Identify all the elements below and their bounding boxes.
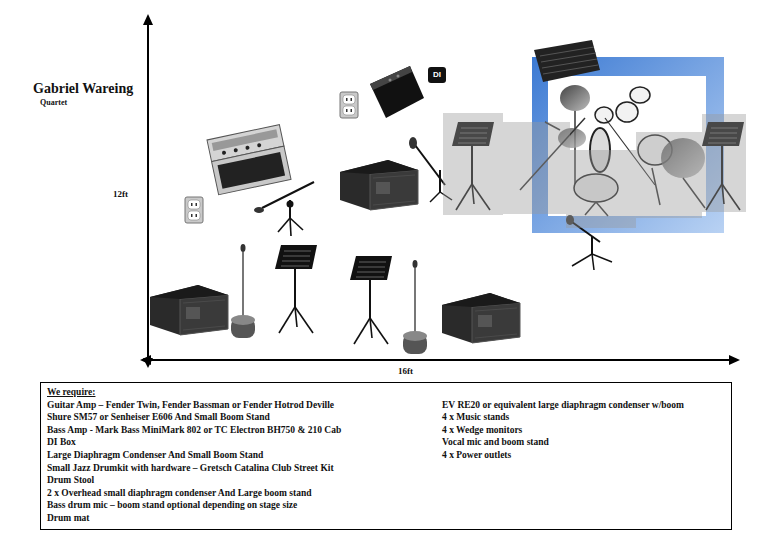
- music-stand: [350, 256, 392, 344]
- drum-cab: [534, 40, 600, 82]
- wedge-monitor: [340, 160, 418, 210]
- band-subtitle: Quartet: [40, 98, 67, 107]
- requirements-box: We require:Guitar Amp – Fender Twin, Fen…: [40, 382, 732, 530]
- power-outlet: [340, 92, 358, 118]
- requirement-item: Shure SM57 or Senheiser E606 And Small B…: [47, 411, 270, 423]
- riser-overlay: [443, 113, 746, 228]
- dimension-label: 16ft: [398, 366, 413, 376]
- wedge-monitor: [442, 293, 520, 343]
- requirement-item: Small Jazz Drumkit with hardware – Grets…: [47, 462, 334, 474]
- guitar-amp: [207, 125, 291, 195]
- requirement-item: Bass drum mic – boom stand optional depe…: [47, 499, 297, 511]
- di-label: DI: [433, 70, 441, 80]
- requirement-item: 4 x Wedge monitors: [442, 424, 522, 436]
- dimension-label: 12ft: [113, 189, 128, 199]
- power-outlet: [185, 197, 203, 223]
- vocal-mic-stand: [231, 244, 255, 338]
- requirement-item: Large Diaphragm Condenser And Small Boom…: [47, 449, 263, 461]
- list-heading: We require:: [47, 386, 95, 398]
- bass-amp: [370, 66, 424, 118]
- requirement-item: 4 x Power outlets: [442, 449, 511, 461]
- boom-stand: [254, 182, 314, 236]
- requirement-item: Vocal mic and boom stand: [442, 436, 549, 448]
- requirement-item: EV RE20 or equivalent large diaphragm co…: [442, 399, 684, 411]
- requirement-item: DI Box: [47, 436, 76, 448]
- requirement-item: Drum Stool: [47, 474, 94, 486]
- requirement-item: Guitar Amp – Fender Twin, Fender Bassman…: [47, 399, 334, 411]
- plot-title: Gabriel Wareing: [33, 81, 133, 97]
- requirement-item: 2 x Overhead small diaphragm condenser A…: [47, 487, 312, 499]
- vocal-mic-stand: [403, 260, 427, 354]
- wedge-monitor: [150, 285, 228, 335]
- dimension-axes: [140, 14, 740, 368]
- requirement-item: Drum mat: [47, 512, 89, 524]
- music-stand: [275, 245, 317, 333]
- requirement-item: Bass Amp - Mark Bass MiniMark 802 or TC …: [47, 424, 341, 436]
- di-box: DI: [428, 67, 446, 83]
- requirement-item: 4 x Music stands: [442, 411, 509, 423]
